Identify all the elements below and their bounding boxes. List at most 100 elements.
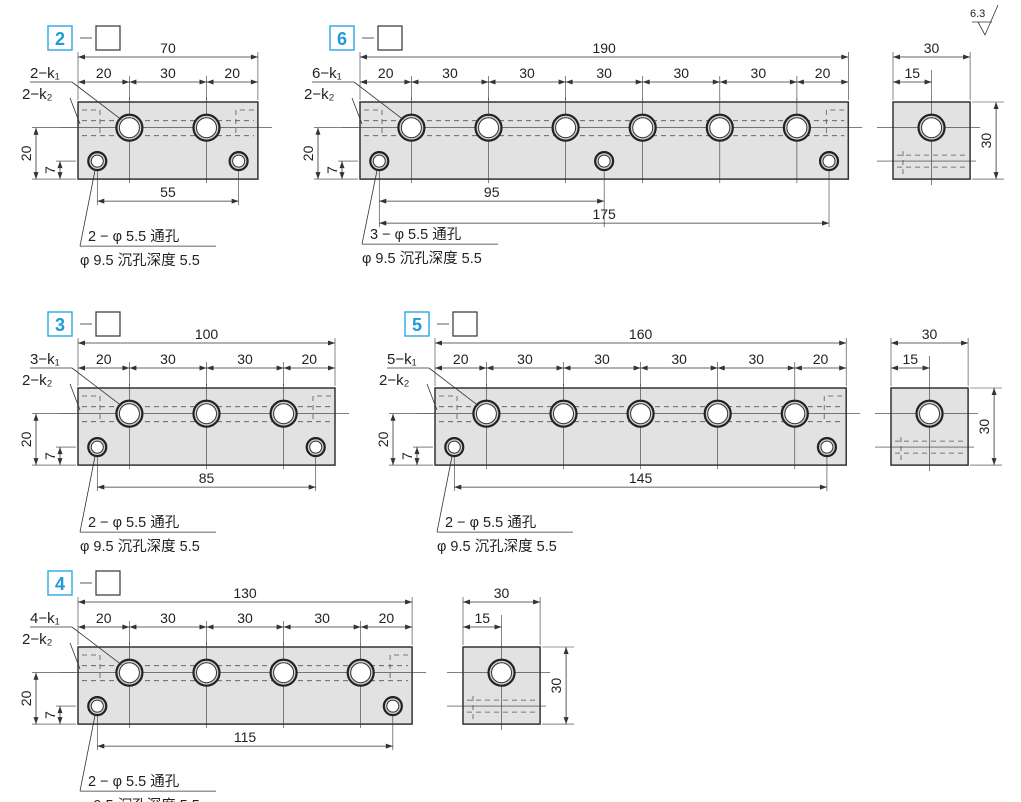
dimension-arrow — [454, 484, 462, 490]
dimension-arrow — [206, 624, 214, 630]
mount-spacing-dim-label: 115 — [234, 729, 257, 745]
dimension-arrow — [206, 79, 214, 85]
mounting-hole-bore — [309, 440, 323, 454]
dimension-arrow — [796, 79, 804, 85]
dimension-arrow — [563, 717, 569, 725]
dimension-arrow — [961, 340, 969, 346]
through-hole-note: 2 − φ 5.5 通孔 — [88, 514, 180, 531]
plate-body — [77, 101, 259, 180]
dimension-arrow — [494, 624, 502, 630]
hidden-port-right — [389, 654, 409, 679]
overall-length-dim-label: 70 — [160, 40, 176, 56]
port-hole-k1-bore — [196, 662, 217, 684]
dimension-arrow — [33, 413, 39, 421]
hole-spacing-dim-label: 20 — [815, 65, 831, 81]
side-width-dim-label: 30 — [924, 40, 940, 56]
dimension-arrow — [57, 447, 63, 455]
hidden-port-left — [82, 395, 101, 420]
dimension-arrow — [122, 365, 130, 371]
dimension-arrow — [710, 365, 718, 371]
side-half-dim-label: 15 — [474, 610, 490, 626]
dimension-arrow — [556, 365, 564, 371]
hole-spacing-dim-label: 30 — [314, 610, 330, 626]
k2-leader — [69, 97, 81, 125]
part-number: 4 — [55, 574, 65, 594]
dimension-arrow — [640, 365, 648, 371]
dimension-arrow — [57, 458, 63, 466]
dimension-arrow — [597, 198, 605, 204]
dimension-arrow — [129, 365, 137, 371]
dimension-arrow — [558, 79, 566, 85]
mounting-hole-bore — [90, 154, 104, 168]
dimension-arrow — [717, 365, 725, 371]
mounting-hole-bore — [820, 440, 834, 454]
dimension-arrow — [893, 54, 900, 60]
dimension-arrow — [563, 647, 569, 654]
dimension-arrow — [360, 54, 367, 60]
part-number: 6 — [337, 29, 347, 49]
dimension-arrow — [276, 365, 284, 371]
port-hole-k1-bore — [196, 117, 217, 139]
blank-box — [95, 25, 121, 51]
mounting-hole-bore — [90, 440, 104, 454]
hole-spacing-dim-label: 30 — [160, 351, 176, 367]
dimension-arrow — [33, 127, 39, 135]
dimension-arrow — [712, 79, 720, 85]
hidden-port-right — [312, 395, 331, 420]
port-hole-k1-bore — [273, 662, 295, 684]
part-number-box — [329, 25, 355, 51]
dimension-arrow — [57, 706, 63, 714]
side-width-dim-label: 30 — [922, 326, 938, 342]
dimension-arrow — [33, 458, 39, 466]
dimension-arrow — [379, 198, 387, 204]
hole-spacing-dim-label: 30 — [751, 65, 767, 81]
dimension-arrow — [839, 340, 847, 346]
dimension-arrow — [563, 365, 571, 371]
hole-spacing-dim-label: 20 — [378, 65, 394, 81]
dimension-arrow — [33, 172, 39, 180]
dimension-arrow — [841, 54, 849, 60]
hole-spacing-dim-label: 20 — [96, 351, 112, 367]
k1-leader — [353, 81, 404, 121]
port-hole-k1-bore — [273, 403, 295, 425]
mounting-hole-bore — [447, 440, 461, 454]
hole-spacing-dim-label: 30 — [517, 351, 533, 367]
hole-spacing-dim-label: 20 — [224, 65, 240, 81]
hidden-port-left — [82, 109, 101, 134]
dimension-arrow — [199, 624, 207, 630]
through-hole-note: 2 − φ 5.5 通孔 — [88, 228, 180, 245]
k2-leader — [351, 97, 363, 125]
dimension-arrow — [122, 624, 130, 630]
dimension-arrow — [315, 172, 321, 180]
dimension-arrow — [893, 79, 900, 85]
dimension-arrow — [891, 340, 898, 346]
port-hole-k1-bore — [555, 117, 577, 139]
hidden-port-right — [823, 395, 843, 420]
height-7-dim-label: 7 — [42, 711, 58, 719]
dimension-arrow — [129, 79, 137, 85]
height-7-dim-label: 7 — [324, 166, 340, 174]
hole-spacing-dim-label: 20 — [302, 351, 318, 367]
roughness-value: 6.3 — [970, 8, 985, 20]
dimension-arrow — [328, 365, 335, 371]
part-number: 2 — [55, 29, 65, 49]
dimension-arrow — [390, 413, 396, 421]
blank-box — [95, 570, 121, 596]
dimension-arrow — [129, 624, 137, 630]
note-leader — [79, 455, 96, 533]
mounting-hole-bore — [232, 154, 246, 168]
dimension-arrow — [353, 624, 361, 630]
dimension-arrow — [993, 172, 999, 180]
port-hole-k1-bore — [118, 662, 140, 684]
dimension-arrow — [250, 54, 258, 60]
side-port-hole-bore — [919, 403, 941, 425]
note-leader — [79, 714, 96, 792]
port-hole-k1-bore — [784, 403, 806, 425]
k1-label: 6−k₁ — [312, 65, 342, 82]
hole-spacing-dim-label: 30 — [594, 351, 610, 367]
port-hole-k1-bore — [709, 117, 731, 139]
